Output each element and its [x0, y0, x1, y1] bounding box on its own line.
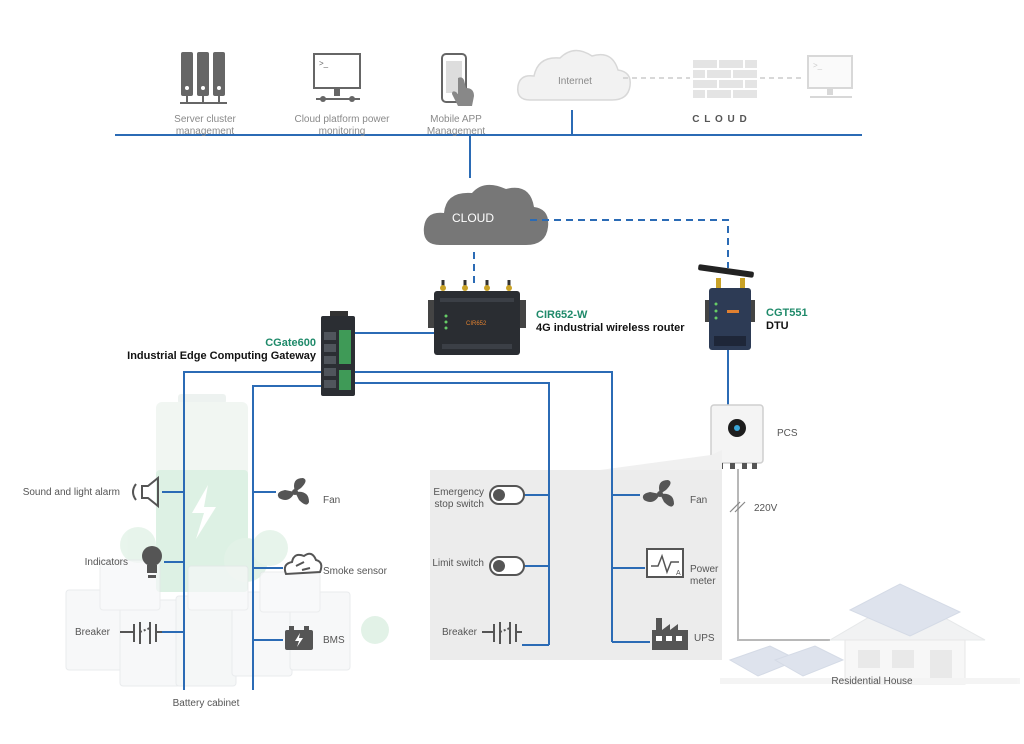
cloud-dtu-dash [530, 219, 729, 268]
pcs-device [710, 404, 764, 469]
internet-cloud-icon [517, 49, 631, 101]
gateway-device [321, 311, 355, 396]
dtu-name: CGT551 [766, 307, 808, 319]
breaker-icon-left [120, 622, 162, 644]
mobile-app-label-1: Mobile APP [430, 114, 482, 125]
server-cluster-label-1: Server cluster [174, 114, 236, 125]
gateway-panel-bus-2 [355, 371, 613, 642]
emergency-label-1: Emergency [433, 487, 484, 498]
indicators-label: Indicators [85, 557, 128, 568]
internet-label: Internet [558, 76, 592, 87]
gateway-name: CGate600 [265, 337, 316, 349]
voltage-label: 220V [754, 503, 778, 514]
monitor-icon: >_ [313, 53, 361, 102]
router-name: CIR652-W [536, 309, 588, 321]
battery-background [120, 394, 389, 644]
dtu-desc: DTU [766, 320, 789, 332]
gateway-left-bus-2 [252, 385, 321, 690]
fan-icon-left [277, 478, 309, 505]
server-cluster-icon [180, 52, 227, 104]
toggle-switch-icon-emergency [489, 485, 525, 505]
pcs-label: PCS [777, 428, 798, 439]
breaker-panel-label: Breaker [442, 627, 478, 638]
breaker-icon-panel [482, 622, 522, 644]
power-meter-label-2: meter [690, 576, 716, 587]
power-meter-label-1: Power [690, 564, 719, 575]
speaker-icon [132, 475, 159, 509]
dtu-device [698, 264, 755, 350]
cloud-label: CLOUD [452, 211, 494, 225]
ups-icon [652, 618, 688, 650]
svg-text:>_: >_ [319, 59, 329, 68]
power-meter-icon: A [646, 548, 684, 578]
ups-label: UPS [694, 633, 715, 644]
smoke-sensor-label: Smoke sensor [323, 566, 388, 577]
emergency-label-2: stop switch [435, 499, 484, 510]
cloud-platform-label-2: monitoring [319, 126, 366, 137]
mobile-app-label-2: Management [427, 126, 486, 137]
cloud-icon [423, 184, 549, 245]
remote-pc-icon: >_ [807, 55, 853, 98]
pcs-house-line [737, 469, 830, 641]
limit-switch-label: Limit switch [432, 558, 484, 569]
toggle-switch-icon-limit [489, 556, 525, 576]
gateway-panel-bus-1 [355, 382, 550, 645]
smoke-sensor-icon [283, 552, 323, 576]
cloud-platform-label-1: Cloud platform power [294, 114, 390, 125]
gateway-left-bus-1 [183, 371, 321, 690]
server-cluster-label-2: management [176, 126, 235, 137]
router-badge: CIR652 [466, 321, 487, 327]
cloud-word-label: C L O U D [692, 114, 747, 125]
house-label: Residential House [831, 676, 913, 687]
fan-panel-label: Fan [690, 495, 707, 506]
battery-cabinets [65, 559, 351, 687]
bms-label: BMS [323, 635, 345, 646]
fan-left-label: Fan [323, 495, 340, 506]
bulb-icon [142, 546, 162, 578]
bms-icon [285, 626, 313, 650]
svg-text:>_: >_ [813, 61, 823, 70]
router-device: CIR652 [428, 280, 526, 355]
mobile-app-icon [441, 53, 474, 106]
firewall-icon [693, 60, 757, 98]
router-desc: 4G industrial wireless router [536, 322, 685, 334]
svg-text:A: A [676, 570, 681, 577]
breaker-left-label: Breaker [75, 627, 111, 638]
house-illustration [720, 583, 1020, 685]
battery-cabinet-label: Battery cabinet [173, 698, 240, 709]
sound-alarm-label: Sound and light alarm [23, 487, 120, 498]
fan-icon-panel [642, 480, 674, 507]
gateway-desc: Industrial Edge Computing Gateway [127, 350, 317, 362]
panel-projection [600, 450, 722, 470]
